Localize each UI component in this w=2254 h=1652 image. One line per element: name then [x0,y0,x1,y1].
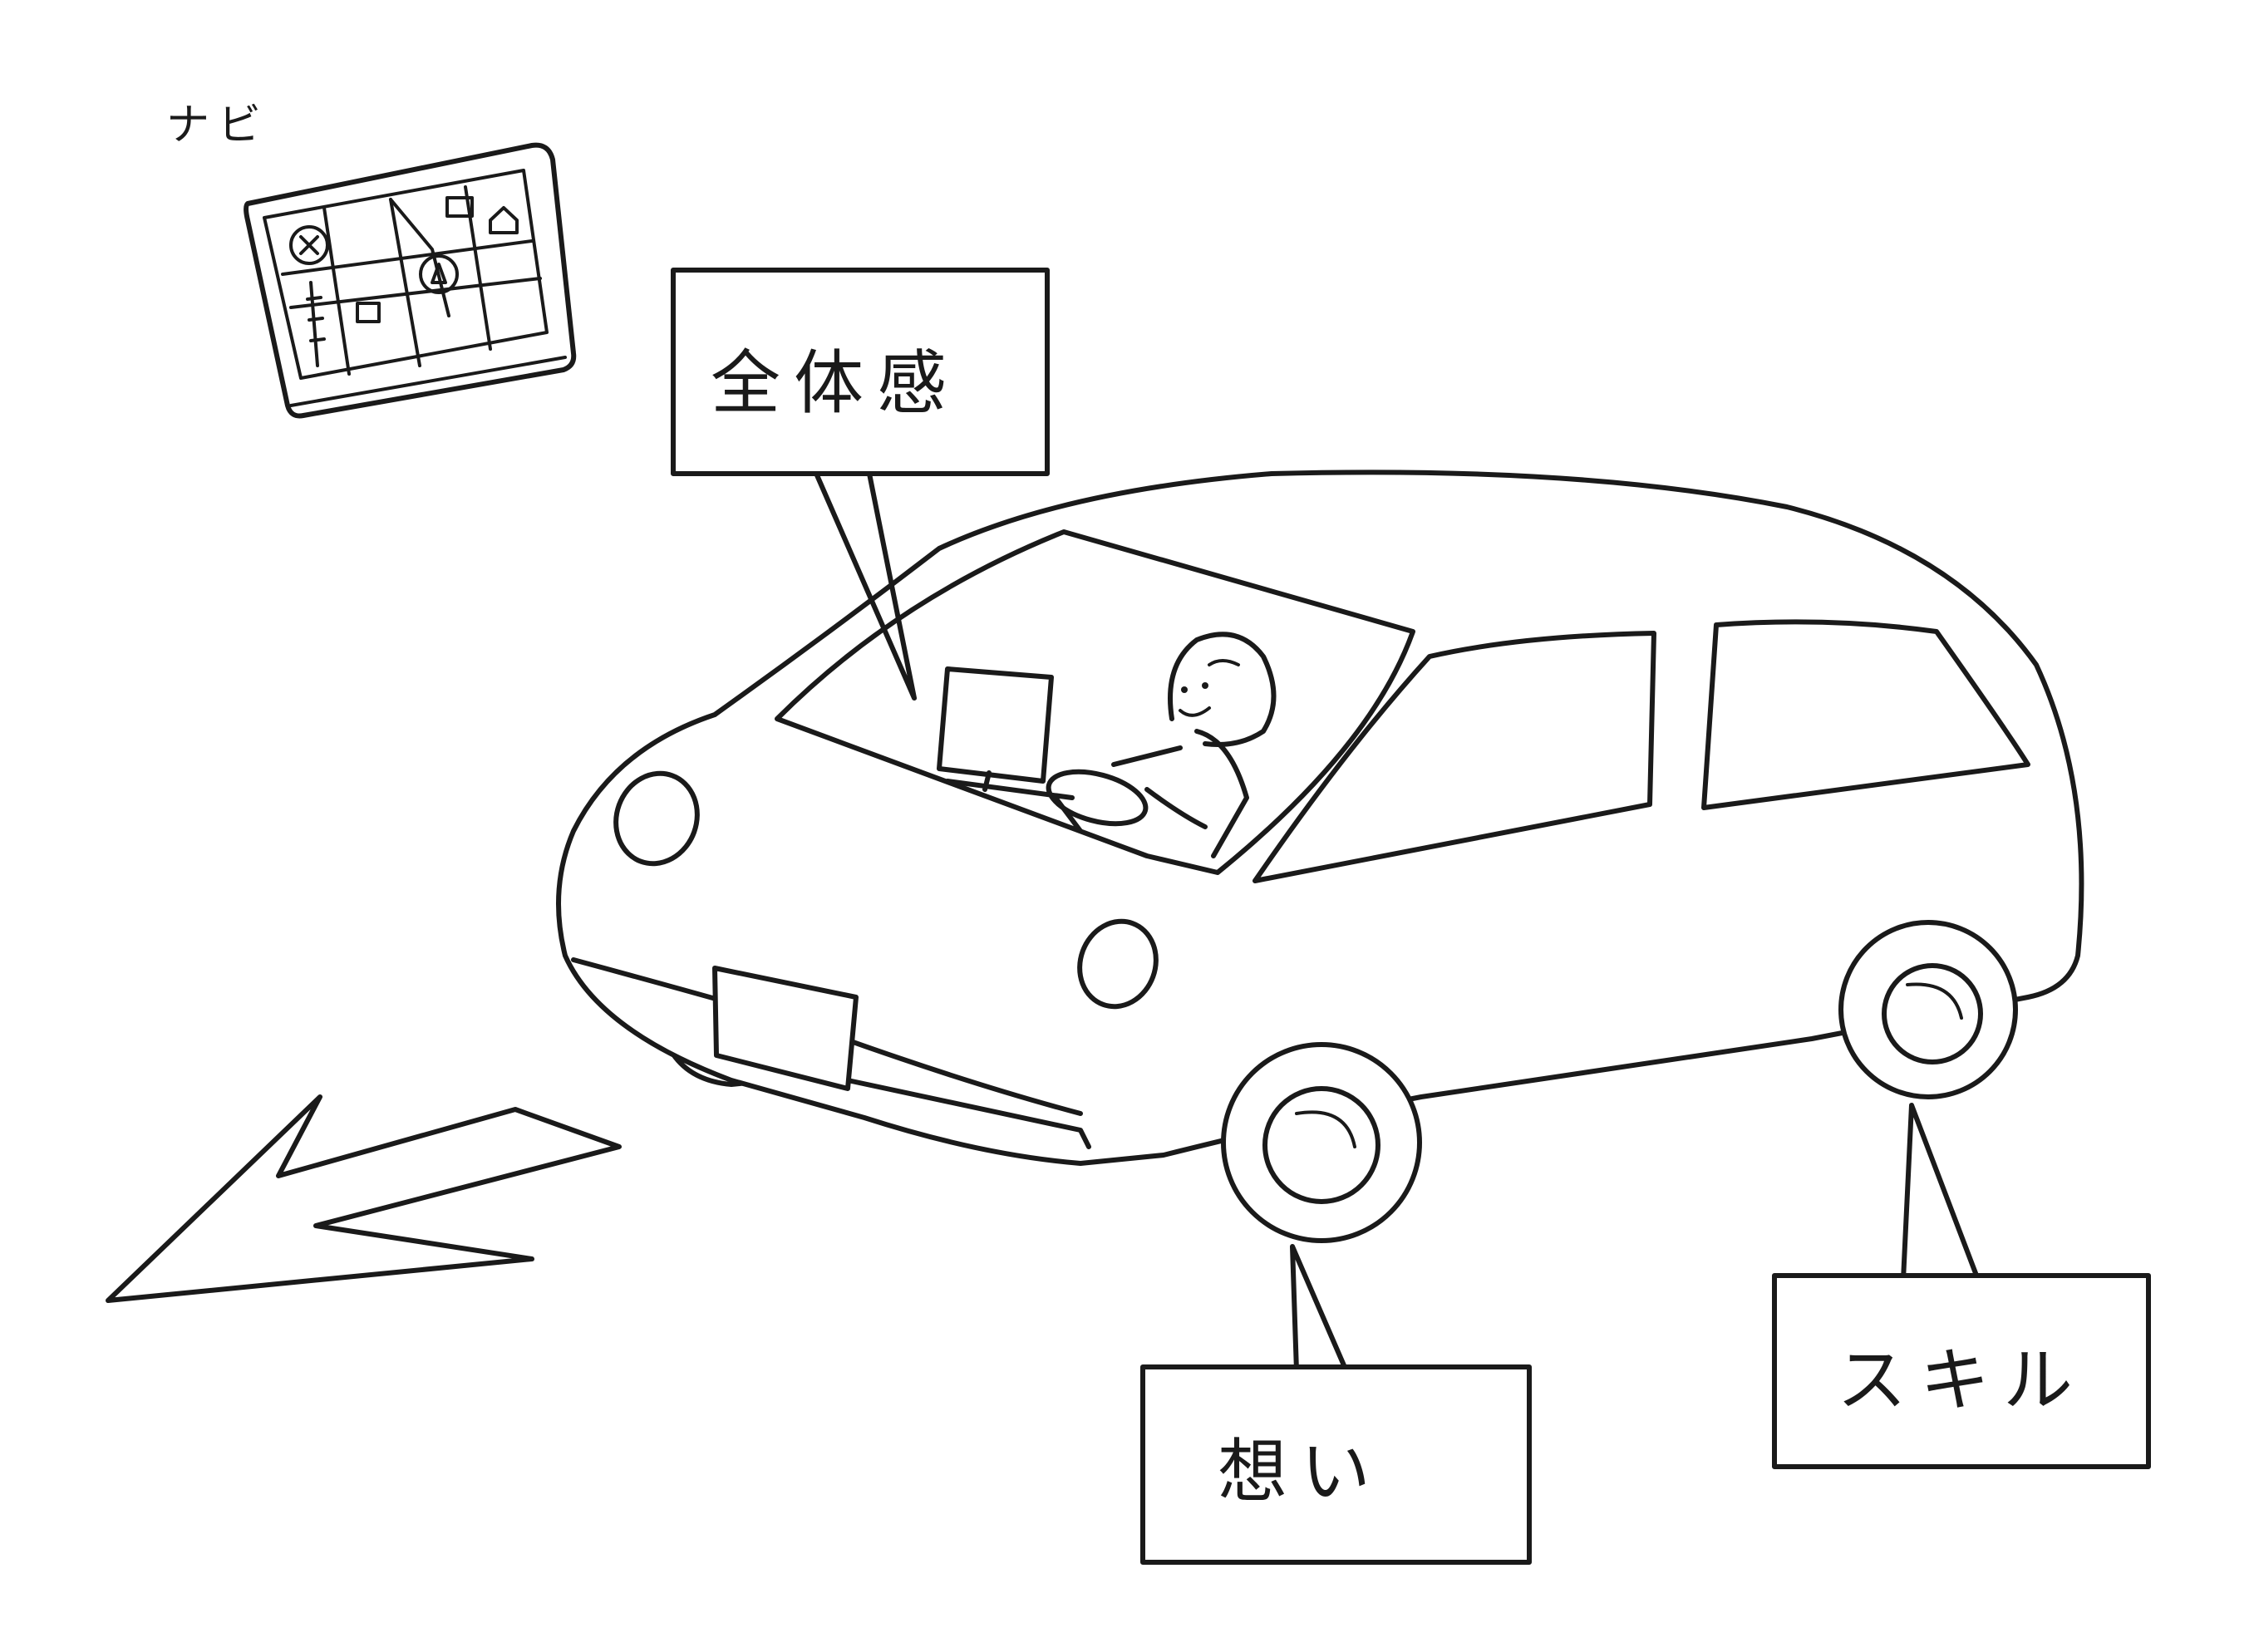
overall-label: 全体感 [711,342,960,424]
dashboard-navi [937,666,1054,784]
thoughts-label: 想い [1218,1431,1384,1512]
callout-skill: スキル [1772,1103,2151,1469]
navi-label: ナビ [166,101,269,150]
gps-navigation-icon: ナビ [166,101,577,419]
callout-thoughts: 想い [1140,1244,1532,1565]
callout-overall: 全体感 [671,268,1050,701]
driver-figure [1046,632,1277,858]
arrow-left-down-icon [106,1094,622,1303]
car-illustration [556,470,2084,1243]
skill-label: スキル [1837,1340,2086,1421]
licence-plate [712,966,859,1091]
